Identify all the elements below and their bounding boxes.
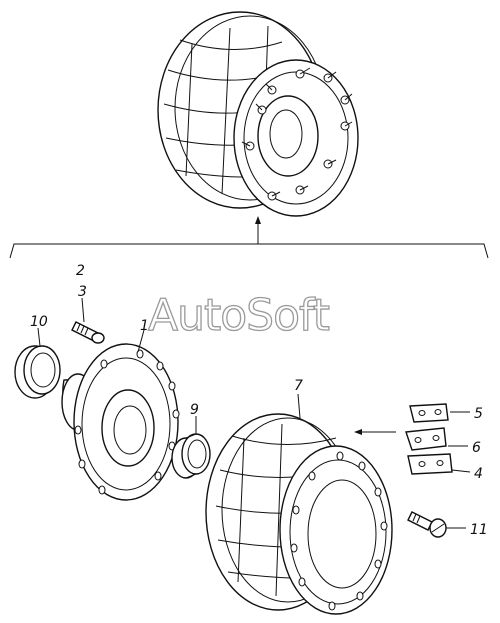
part-1-wheel-hub bbox=[61, 343, 180, 501]
callout-2: 2 bbox=[76, 263, 85, 279]
callout-9: 9 bbox=[190, 402, 199, 418]
watermark-logo: AutoSoft bbox=[148, 290, 330, 341]
wheel-studs bbox=[241, 67, 353, 201]
callout-11: 11 bbox=[470, 522, 488, 538]
part-4-shim bbox=[407, 453, 453, 475]
part-11-screw bbox=[407, 511, 447, 538]
callout-5: 5 bbox=[474, 406, 483, 422]
assembled-brake-drum bbox=[157, 11, 359, 217]
callout-4: 4 bbox=[474, 466, 483, 482]
leader-lines bbox=[37, 297, 471, 529]
callout-10: 10 bbox=[30, 314, 48, 330]
part-5-shim bbox=[409, 403, 449, 423]
part-10-bearing-ring bbox=[14, 345, 61, 399]
part-6-shim bbox=[405, 427, 447, 451]
part-3-bolt bbox=[71, 321, 105, 344]
part-9-bearing-ring bbox=[171, 433, 211, 479]
callout-1: 1 bbox=[140, 318, 149, 334]
callout-6: 6 bbox=[472, 440, 481, 456]
assembly-bracket bbox=[9, 216, 489, 435]
hub-bolt-holes bbox=[74, 349, 180, 495]
part-7-brake-drum bbox=[205, 413, 393, 615]
callout-labels: 2 3 10 1 9 7 5 6 4 11 bbox=[30, 263, 488, 538]
callout-3: 3 bbox=[78, 284, 87, 300]
drum-bolt-holes bbox=[290, 451, 388, 611]
callout-7: 7 bbox=[294, 378, 303, 394]
